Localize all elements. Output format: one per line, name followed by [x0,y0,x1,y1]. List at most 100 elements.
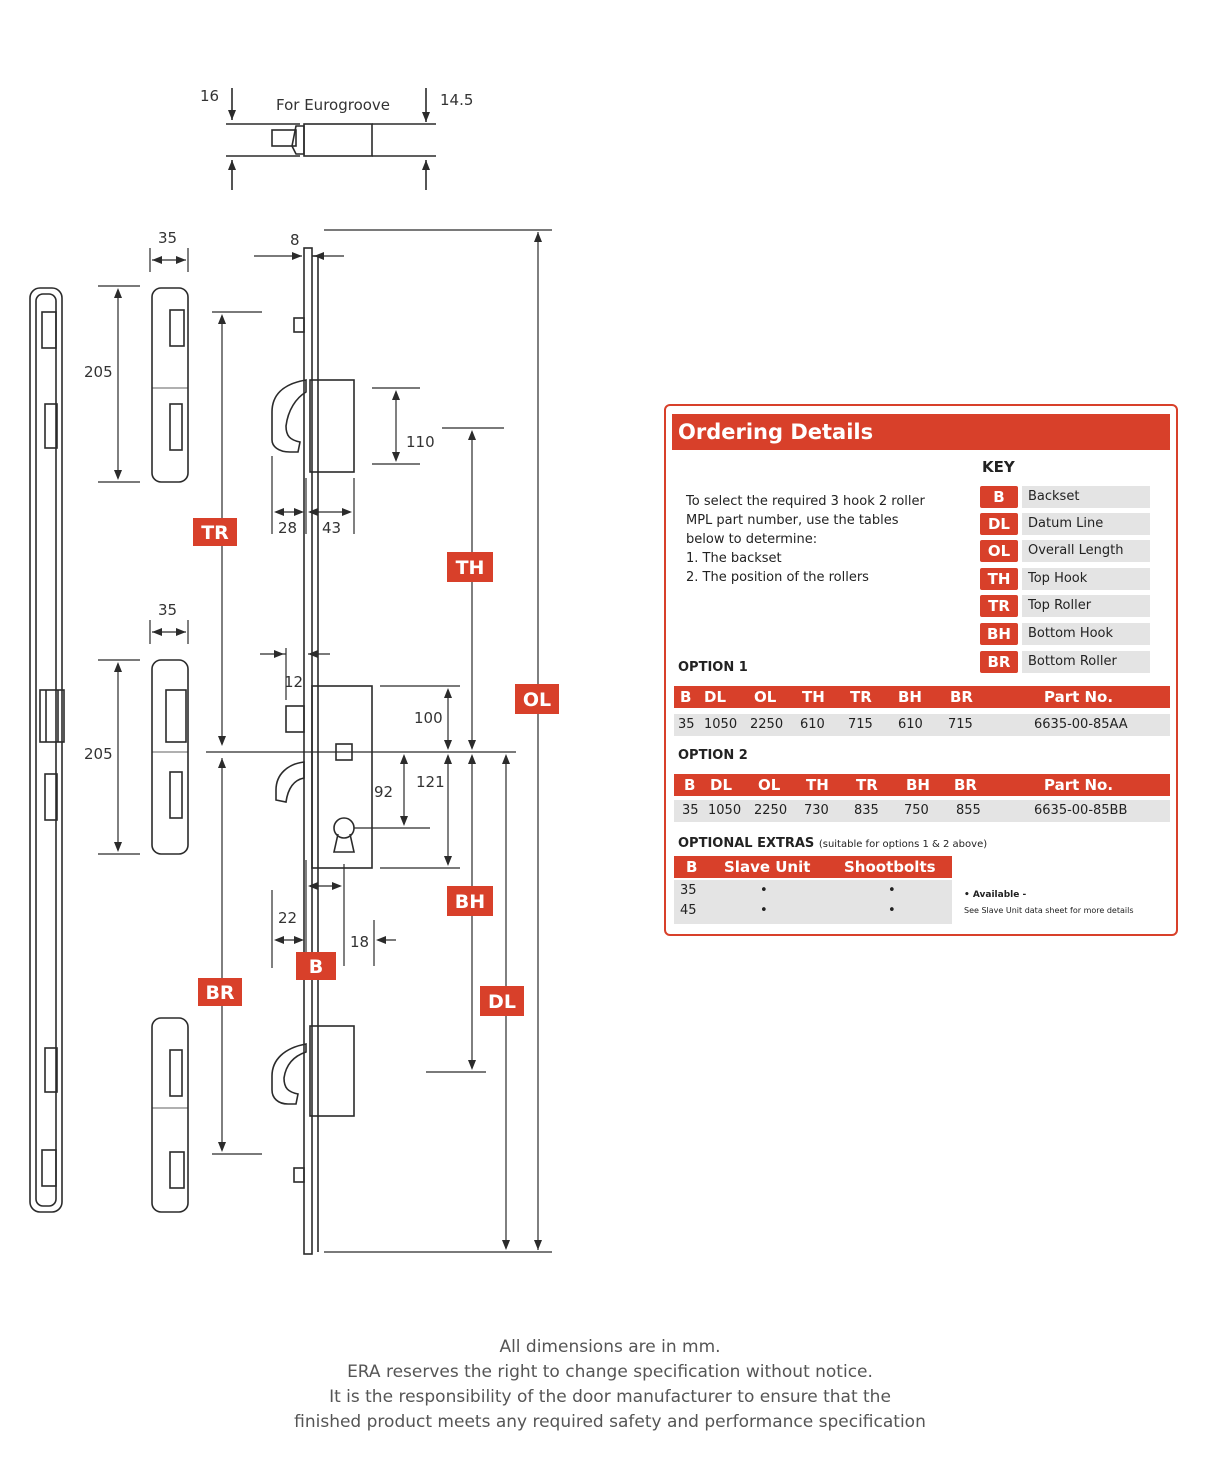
option2-row: 35 1050 2250 730 835 750 855 6635-00-85B… [674,800,1170,822]
table-cell: 715 [948,717,973,732]
key-row-b: B Backset [980,486,1154,508]
intro-line: 2. The position of the rollers [686,570,869,585]
dim-205-top: 205 [84,363,113,381]
table-cell: 715 [848,717,873,732]
key-label: Bottom Hook [1022,623,1150,645]
key-row-th: TH Top Hook [980,568,1154,590]
footer-line: ERA reserves the right to change specifi… [347,1362,873,1382]
svg-text:TH: TH [456,557,485,579]
key-row-dl: DL Datum Line [980,513,1154,535]
table-cell: • [760,903,768,918]
ordering-details-panel: Ordering Details To select the required … [664,404,1178,936]
key-label: Overall Length [1022,540,1150,562]
col-header: TR [856,776,878,794]
table-cell: 730 [804,803,829,818]
extras-table-header: B Slave Unit Shootbolts [674,856,952,878]
col-header: Slave Unit [724,858,811,876]
col-header: B [686,858,698,876]
dim-100: 100 [414,709,443,727]
intro-line: MPL part number, use the tables [686,513,899,528]
footer-line: It is the responsibility of the door man… [329,1387,891,1407]
key-code: BH [980,623,1018,645]
extras-title: OPTIONAL EXTRAS (suitable for options 1 … [678,836,987,851]
footer-notes: All dimensions are in mm. ERA reserves t… [240,1335,980,1435]
intro-line: below to determine: [686,532,818,547]
key-code: BR [980,651,1018,673]
table-cell: 610 [800,717,825,732]
keep-dimensions [98,248,189,855]
dim-43: 43 [322,519,341,537]
table-cell: • [888,903,896,918]
col-header: TH [806,776,829,794]
dim-12: 12 [284,673,303,691]
key-row-ol: OL Overall Length [980,540,1154,562]
extras-title-note: (suitable for options 1 & 2 above) [818,839,988,850]
extras-table-body: 35 • • 45 • • [674,880,952,924]
key-label: Top Hook [1022,568,1150,590]
ordering-details-title: Ordering Details [672,414,1170,450]
table-cell: • [760,883,768,898]
ordering-intro: To select the required 3 hook 2 roller M… [686,492,956,587]
slave-unit-note: See Slave Unit data sheet for more detai… [964,906,1134,915]
key-code: TR [980,595,1018,617]
key-code: OL [980,540,1018,562]
dim-121: 121 [416,773,445,791]
svg-text:BR: BR [205,982,234,1004]
eurogroove-label: For Eurogroove [276,96,390,114]
col-header: DL [704,688,727,706]
table-cell: 855 [956,803,981,818]
eurogroove-detail [226,88,436,190]
col-header: DL [710,776,733,794]
arrowheads [114,110,542,1250]
table-cell: 1050 [708,803,742,818]
table-cell: 35 [678,717,695,732]
col-header: BR [950,688,973,706]
dim-35-mid: 35 [158,601,177,619]
keep-top [151,287,189,483]
main-dimension-lines [206,229,552,1253]
dim-14-5: 14.5 [440,91,473,109]
col-header: B [684,776,696,794]
key-label: Top Roller [1022,595,1150,617]
col-header: TH [802,688,825,706]
option2-title: OPTION 2 [678,748,748,763]
option1-table-header: B DL OL TH TR BH BR Part No. [674,686,1170,708]
table-cell: 35 [680,883,697,898]
faceplate-front-view [29,287,65,1213]
dim-205-mid: 205 [84,745,113,763]
option2-table-header: B DL OL TH TR BH BR Part No. [674,774,1170,796]
footer-line: finished product meets any required safe… [294,1412,926,1432]
key-code: B [980,486,1018,508]
tag-tr: TR [193,518,237,546]
tag-bh: BH [447,886,493,916]
table-cell: 835 [854,803,879,818]
tag-br: BR [198,978,242,1006]
key-label: Bottom Roller [1022,651,1150,673]
table-cell: 750 [904,803,929,818]
col-header: BH [898,688,922,706]
tag-ol: OL [515,684,559,714]
intro-line: 1. The backset [686,551,782,566]
col-header: OL [758,776,781,794]
part-number: 6635-00-85BB [1034,803,1128,818]
intro-line: To select the required 3 hook 2 roller [686,494,925,509]
col-header: Shootbolts [844,858,936,876]
dim-110: 110 [406,433,435,451]
dim-35-top: 35 [158,229,177,247]
col-header: Part No. [1044,776,1114,794]
dim-16: 16 [200,87,219,105]
table-cell: 2250 [754,803,788,818]
dim-18: 18 [350,933,369,951]
table-cell: 1050 [704,717,738,732]
keep-middle [151,659,189,855]
table-row: 35 • • [674,880,952,902]
svg-text:TR: TR [201,522,229,544]
col-header: BR [954,776,977,794]
svg-text:OL: OL [523,689,551,711]
col-header: BH [906,776,930,794]
key-label: Backset [1022,486,1150,508]
col-header: B [680,688,692,706]
option1-row: 35 1050 2250 610 715 610 715 6635-00-85A… [674,714,1170,736]
key-row-br: BR Bottom Roller [980,651,1154,673]
